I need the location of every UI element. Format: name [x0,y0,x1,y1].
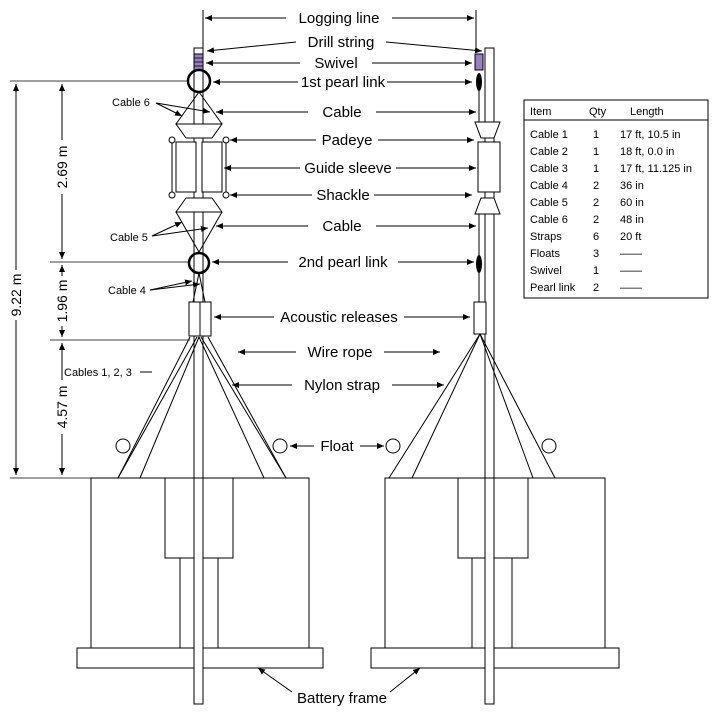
table-cell-length: 17 ft, 10.5 in [620,129,681,141]
left-assembly [76,47,324,705]
label-guide-sleeve: Guide sleeve [304,160,392,177]
table-cell-qty: 1 [593,265,599,277]
upper-funnel-right [474,121,501,139]
label-nylon-strap: Nylon strap [304,377,380,394]
shackle-left [168,191,176,199]
table-cell-item: Cable 3 [530,163,568,175]
label-second-pearl-link: 2nd pearl link [298,254,388,271]
label-cable-5: Cable 5 [110,232,148,244]
table-cell-item: Cable 1 [530,129,568,141]
table-cell-length: —— [620,265,642,277]
lower-funnel-left [175,197,223,213]
float-left-1 [115,438,131,454]
table-header-item: Item [530,106,551,118]
swivel-right [474,53,484,71]
upper-funnel-left [175,123,223,139]
guide-sleeve-right [477,141,501,193]
float-right-2 [541,438,557,454]
label-cable-top: Cable [322,104,361,121]
table-cell-length: 36 in [620,180,644,192]
dim-total: 9.22 m [8,274,24,317]
dim-upper: 2.69 m [54,146,70,189]
table-cell-length: 20 ft [620,231,641,243]
table-cell-length: —— [620,248,642,260]
label-drill-string: Drill string [308,34,375,51]
label-cables-123: Cables 1, 2, 3 [64,367,132,379]
label-cable-4: Cable 4 [108,285,146,297]
table-cell-item: Floats [530,248,560,260]
table-cell-qty: 2 [593,180,599,192]
parts-table: Item Qty Length Cable 1 1 17 ft, 10.5 in Ca… [523,99,709,299]
label-float: Float [320,438,354,455]
dim-middle: 1.96 m [54,280,70,323]
table-cell-length: 18 ft, 0.0 in [620,146,674,158]
label-swivel: Swivel [314,55,357,72]
table-cell-item: Cable 4 [530,180,568,192]
padeye-left [168,136,176,144]
float-right-1 [385,438,401,454]
table-cell-length: 60 in [620,197,644,209]
label-padeye: Padeye [322,132,373,149]
label-shackle: Shackle [316,187,369,204]
pearl-link-right [476,73,482,91]
float-left-2 [272,438,288,454]
table-cell-item: Cable 2 [530,146,568,158]
table-cell-qty: 1 [593,163,599,175]
label-first-pearl-link: 1st pearl link [301,74,386,91]
table-cell-length: 48 in [620,214,644,226]
table-cell-item: Straps [530,231,562,243]
table-cell-length: 17 ft, 11.125 in [620,163,692,175]
label-logging-line: Logging line [299,10,380,27]
acoustic-releases-right [473,301,487,335]
callouts: Logging line Drill string Swivel 1st pea… [64,10,483,707]
label-wire-rope: Wire rope [307,344,372,361]
table-cell-qty: 1 [593,146,599,158]
table-cell-item: Pearl link [530,282,576,294]
dimensions: 9.22 m 2.69 m 1.96 m 4.57 m [8,80,190,479]
table-cell-item: Cable 5 [530,197,568,209]
table-header-qty: Qty [589,106,607,118]
table-cell-length: —— [620,282,642,294]
dim-lower: 4.57 m [54,386,70,429]
table-cell-qty: 2 [593,197,599,209]
table-cell-item: Cable 6 [530,214,568,226]
table-cell-qty: 1 [593,129,599,141]
guide-sleeve-left [175,141,197,193]
table-cell-item: Swivel [530,265,562,277]
label-cable-bottom: Cable [322,218,361,235]
lower-funnel-right [474,197,501,215]
table-cell-qty: 2 [593,282,599,294]
label-acoustic-releases: Acoustic releases [280,309,398,326]
table-cell-qty: 3 [593,248,599,260]
table-cell-qty: 2 [593,214,599,226]
label-battery-frame: Battery frame [297,690,387,707]
right-assembly [370,47,620,705]
table-header-length: Length [630,106,664,118]
label-cable-6: Cable 6 [112,97,150,109]
table-cell-qty: 6 [593,231,599,243]
